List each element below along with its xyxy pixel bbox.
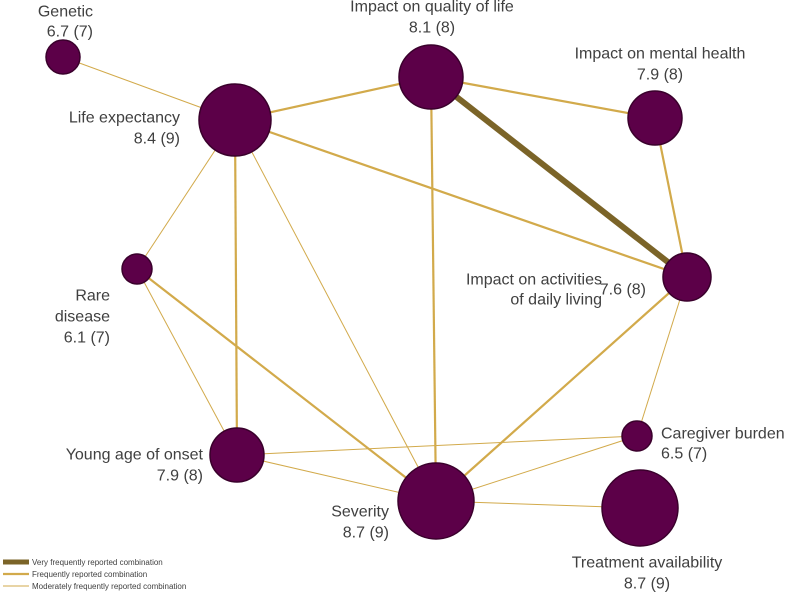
edge-quality-of-life-activities-daily-living (429, 74, 689, 280)
node-mental-health (627, 90, 683, 146)
node-label-mental-health: Impact on mental health (575, 45, 746, 62)
labels-layer: Genetic 6.7 (7) Impact on quality of life 8… (38, 0, 785, 592)
node-label-severity: 8.7 (9) (343, 524, 389, 541)
node-label-treatment-availability: 8.7 (9) (624, 575, 670, 592)
node-caregiver-burden (621, 420, 653, 452)
node-genetic (45, 39, 81, 75)
node-young-age-onset (209, 427, 265, 483)
edge-quality-of-life-severity (429, 76, 438, 502)
node-label-treatment-availability: Treatment availability (572, 554, 723, 571)
legend: Very frequently reported combinationFreq… (3, 558, 186, 591)
edge-rare-disease-young-age-onset (136, 268, 238, 456)
node-label-activities-daily-living: Impact on activities (466, 271, 602, 288)
node-quality-of-life (398, 44, 464, 110)
edge-life-expectancy-activities-daily-living (234, 118, 688, 279)
legend-label-frequent: Frequently reported combination (32, 570, 147, 579)
node-label-quality-of-life: Impact on quality of life (350, 0, 514, 15)
node-label-life-expectancy: Life expectancy (69, 109, 180, 126)
node-label-rare-disease: 6.1 (7) (64, 329, 110, 346)
node-treatment-availability (601, 469, 679, 547)
node-label-rare-disease: disease (55, 308, 110, 325)
nodes-layer (45, 39, 712, 547)
node-label-young-age-onset: Young age of onset (66, 446, 204, 463)
node-label-genetic: Genetic (38, 3, 93, 20)
node-activities-daily-living (662, 252, 712, 302)
edge-life-expectancy-severity (234, 119, 437, 502)
node-label-activities-daily-living: of daily living (510, 291, 602, 308)
node-label-caregiver-burden: Caregiver burden (661, 425, 785, 442)
node-life-expectancy (198, 83, 272, 157)
node-label-young-age-onset: 7.9 (8) (157, 467, 203, 484)
node-value-label-activities-daily-living: 7.6 (8) (600, 281, 646, 298)
node-label-life-expectancy: 8.4 (9) (134, 130, 180, 147)
edge-quality-of-life-mental-health (430, 75, 656, 120)
node-label-severity: Severity (331, 503, 389, 520)
node-label-genetic: 6.7 (7) (47, 23, 93, 40)
edge-activities-daily-living-caregiver-burden (636, 276, 688, 437)
node-rare-disease (121, 253, 153, 285)
node-label-caregiver-burden: 6.5 (7) (661, 445, 707, 462)
edge-young-age-onset-caregiver-burden (236, 435, 638, 456)
edge-activities-daily-living-severity (435, 276, 688, 502)
legend-label-very-frequent: Very frequently reported combination (32, 558, 163, 567)
legend-label-moderate: Moderately frequently reported combinati… (32, 582, 186, 591)
node-label-quality-of-life: 8.1 (8) (409, 19, 455, 36)
node-label-mental-health: 7.9 (8) (637, 66, 683, 83)
node-severity (397, 462, 475, 540)
edge-rare-disease-severity (136, 268, 437, 502)
edge-life-expectancy-young-age-onset (233, 119, 239, 456)
node-label-rare-disease: Rare (75, 287, 110, 304)
